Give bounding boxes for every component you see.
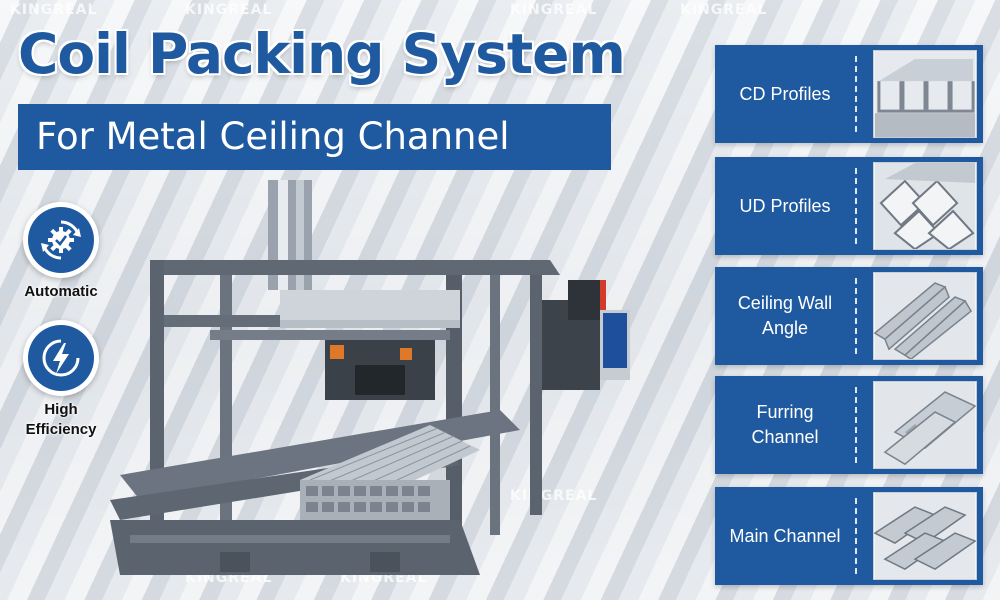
divider — [855, 55, 857, 133]
feature-badge — [23, 320, 99, 396]
divider — [855, 167, 857, 245]
ud-profiles-image — [873, 161, 977, 251]
feature-label: Automatic — [24, 283, 98, 300]
cd-profiles-image — [873, 49, 977, 139]
product-label: UD Profiles — [739, 195, 831, 216]
product-card-furring-channel: Furring Channel — [715, 376, 983, 474]
feature-label: High Efficiency — [25, 401, 97, 438]
product-label: Ceiling Wall Angle — [737, 293, 833, 338]
wall-angle-image — [873, 271, 977, 361]
gear-cycle-icon — [28, 207, 94, 273]
product-card-ud-profiles: UD Profiles — [715, 157, 983, 255]
main-channel-image — [873, 491, 977, 581]
product-card-main-channel: Main Channel — [715, 487, 983, 585]
packing-machine-illustration — [110, 180, 630, 575]
divider — [855, 497, 857, 575]
product-label: CD Profiles — [739, 83, 831, 104]
feature-badge — [23, 202, 99, 278]
product-card-cd-profiles: CD Profiles — [715, 45, 983, 143]
divider — [855, 277, 857, 355]
watermark: KINGREAL — [185, 2, 273, 18]
feature-automatic: Automatic — [15, 202, 107, 302]
divider — [855, 386, 857, 464]
watermark: KINGREAL — [510, 2, 598, 18]
product-label: Main Channel — [729, 525, 841, 546]
page-subtitle: For Metal Ceiling Channel — [18, 104, 611, 170]
feature-high-efficiency: High Efficiency — [15, 320, 107, 440]
watermark: KINGREAL — [10, 2, 98, 18]
page-title: Coil Packing System — [18, 22, 626, 86]
lightning-icon — [28, 325, 94, 391]
product-card-wall-angle: Ceiling Wall Angle — [715, 267, 983, 365]
furring-channel-image — [873, 380, 977, 470]
watermark: KINGREAL — [680, 2, 768, 18]
product-label: Furring Channel — [751, 402, 819, 447]
